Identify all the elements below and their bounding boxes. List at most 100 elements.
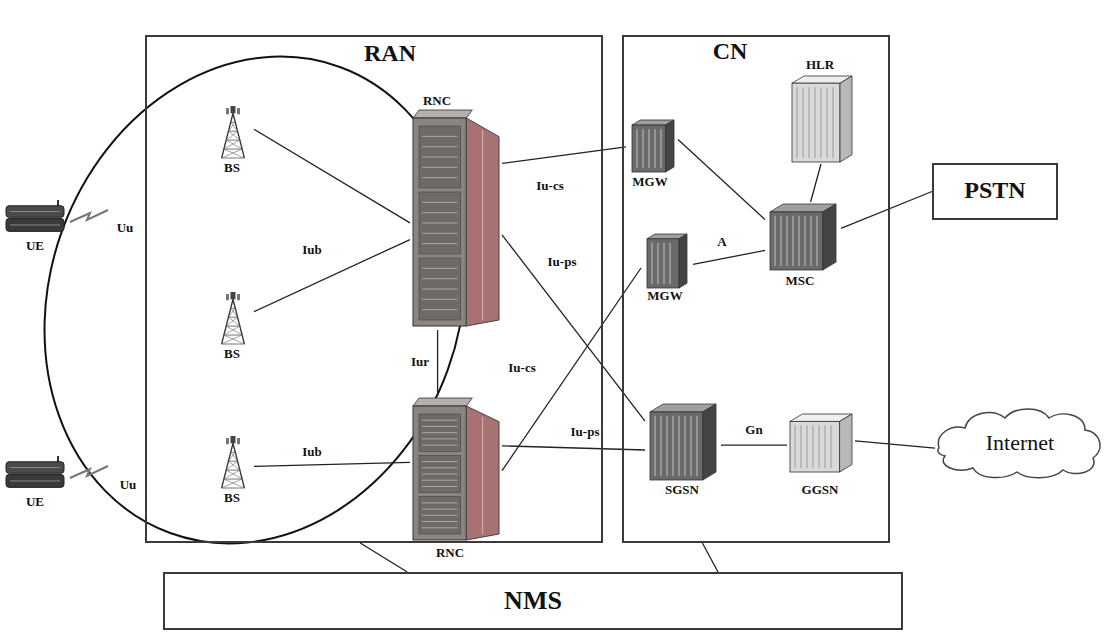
icon-part bbox=[10, 467, 60, 468]
base-station: BS bbox=[212, 104, 254, 176]
icon-part bbox=[422, 278, 457, 279]
node-label: HLR bbox=[806, 58, 834, 73]
icon-part bbox=[813, 425, 814, 468]
icon-part bbox=[226, 438, 229, 444]
bs-icon bbox=[218, 292, 248, 344]
icon-part bbox=[224, 470, 240, 479]
icon-part bbox=[482, 130, 483, 320]
icon-part bbox=[809, 87, 810, 158]
cabinet-door bbox=[466, 406, 499, 540]
icon-part bbox=[10, 211, 60, 212]
icon-part bbox=[224, 335, 245, 344]
icon-part bbox=[228, 131, 237, 132]
icon-part bbox=[817, 216, 818, 266]
icon-part bbox=[661, 129, 662, 168]
icon-part bbox=[419, 414, 460, 451]
ran-ellipse bbox=[0, 0, 532, 603]
icon-part bbox=[679, 234, 687, 288]
icon-part bbox=[655, 416, 656, 476]
icon-part bbox=[632, 125, 666, 172]
icon-part bbox=[224, 149, 242, 150]
icon-part bbox=[228, 317, 237, 318]
icon-part bbox=[226, 108, 229, 114]
icon-part bbox=[222, 488, 245, 489]
icon-part bbox=[419, 258, 460, 320]
icon-part bbox=[422, 233, 457, 234]
server-icon bbox=[790, 414, 852, 472]
ggsn-server: GGSN bbox=[787, 410, 855, 498]
interface-label: Gn bbox=[743, 423, 764, 438]
icon-part bbox=[6, 206, 64, 218]
icon-part bbox=[673, 416, 674, 476]
interface-label: A bbox=[715, 235, 728, 250]
ue-icon bbox=[6, 200, 64, 232]
rnc-icon bbox=[413, 398, 499, 540]
icon-part bbox=[226, 326, 242, 335]
icon-part bbox=[224, 479, 242, 480]
server-icon bbox=[650, 404, 716, 480]
link-line bbox=[811, 164, 821, 202]
icon-part bbox=[422, 202, 457, 203]
link-line bbox=[841, 192, 932, 229]
icon-part bbox=[482, 417, 483, 534]
icon-part bbox=[679, 416, 680, 476]
icon-part bbox=[228, 317, 239, 326]
icon-part bbox=[422, 157, 457, 158]
icon-part bbox=[422, 299, 457, 300]
nms-box: NMS bbox=[163, 572, 903, 630]
link-line bbox=[702, 543, 718, 572]
icon-part bbox=[10, 224, 60, 225]
icon-part bbox=[422, 502, 457, 503]
icon-part bbox=[661, 416, 662, 476]
icon-part bbox=[226, 470, 242, 479]
icon-part bbox=[422, 486, 457, 487]
region-title: CN bbox=[713, 38, 748, 66]
icon-part bbox=[422, 167, 457, 168]
icon-part bbox=[831, 425, 832, 468]
icon-part bbox=[422, 289, 457, 290]
icon-part bbox=[670, 243, 671, 284]
icon-part bbox=[222, 335, 243, 344]
icon-part bbox=[795, 425, 796, 468]
hlr-server: HLR bbox=[788, 56, 854, 164]
icon-part bbox=[801, 425, 802, 468]
icon-part bbox=[697, 416, 698, 476]
interface-label: Iu-ps bbox=[546, 255, 579, 270]
icon-part bbox=[799, 216, 800, 266]
icon-part bbox=[825, 425, 826, 468]
link-line bbox=[254, 240, 410, 312]
icon-part bbox=[6, 475, 64, 488]
node-label: BS bbox=[224, 347, 240, 362]
icon-part bbox=[655, 129, 656, 168]
interface-label: Iu-ps bbox=[569, 425, 602, 440]
node-label: UE bbox=[26, 239, 44, 254]
icon-part bbox=[840, 414, 852, 472]
icon-part bbox=[827, 87, 828, 158]
icon-part bbox=[658, 243, 659, 284]
icon-part bbox=[840, 76, 852, 162]
icon-part bbox=[422, 212, 457, 213]
link-line bbox=[360, 543, 407, 572]
icon-part bbox=[422, 243, 457, 244]
icon-part bbox=[228, 461, 239, 470]
icon-part bbox=[652, 243, 653, 284]
icon-part bbox=[797, 87, 798, 158]
icon-part bbox=[419, 455, 460, 492]
icon-part bbox=[422, 515, 457, 516]
region-title: PSTN bbox=[964, 177, 1025, 205]
sgsn-server: SGSN bbox=[645, 402, 721, 498]
icon-part bbox=[422, 461, 457, 462]
link-line bbox=[502, 268, 641, 471]
icon-part bbox=[231, 122, 236, 123]
link-line bbox=[254, 462, 410, 466]
node-label: RNC bbox=[423, 94, 451, 109]
icon-part bbox=[228, 452, 235, 461]
icon-part bbox=[237, 294, 240, 300]
icon-part bbox=[770, 212, 823, 270]
icon-part bbox=[422, 527, 457, 528]
interface-label: Iu-cs bbox=[534, 179, 565, 194]
icon-part bbox=[422, 509, 457, 510]
icon-part bbox=[793, 216, 794, 266]
ue-icon bbox=[6, 456, 64, 488]
